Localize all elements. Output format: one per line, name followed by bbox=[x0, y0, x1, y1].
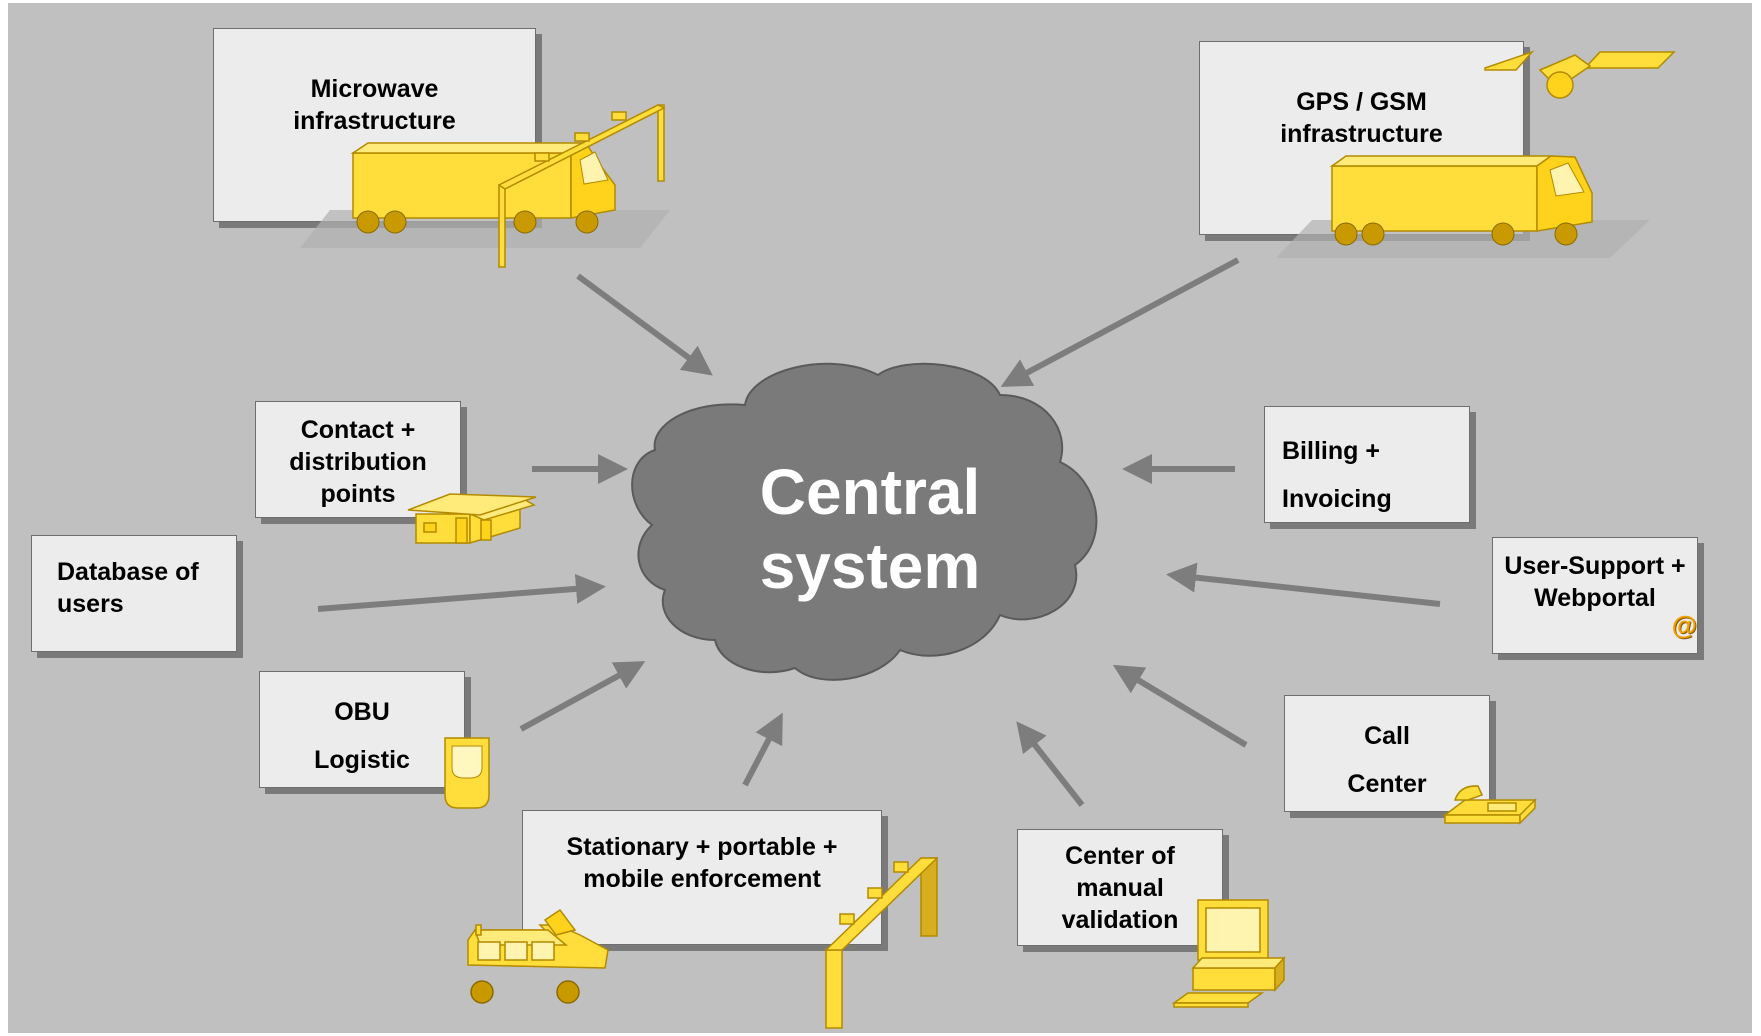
validation-label-3: validation bbox=[1061, 906, 1179, 934]
at-icon: @ bbox=[1671, 610, 1697, 640]
obu-device-icon bbox=[444, 737, 490, 809]
contact-label-2: distribution bbox=[289, 448, 427, 476]
billing-label-1: Billing + bbox=[1282, 437, 1380, 465]
arrow-obu bbox=[519, 661, 646, 732]
contact-label-3: points bbox=[320, 480, 396, 508]
arrows bbox=[317, 257, 1441, 807]
arrow-database bbox=[317, 573, 606, 612]
support-label-1: User-Support + bbox=[1504, 552, 1686, 580]
database-label-1: Database of bbox=[57, 558, 199, 586]
support-label-2: Webportal bbox=[1534, 584, 1656, 612]
contact-label-1: Contact + bbox=[300, 416, 416, 444]
building-icon bbox=[407, 493, 537, 545]
billing-label-2: Invoicing bbox=[1282, 485, 1392, 513]
central-cloud bbox=[631, 362, 1098, 681]
obu-label-2: Logistic bbox=[314, 746, 410, 774]
gantry-icon bbox=[824, 857, 939, 1029]
validation-label-1: Center of bbox=[1065, 842, 1175, 870]
database-label-2: users bbox=[57, 590, 124, 618]
contact-box: Contact + distribution points bbox=[255, 401, 461, 518]
arrow-callcenter bbox=[1112, 664, 1248, 748]
arrow-support bbox=[1166, 562, 1441, 607]
support-box: User-Support + Webportal @ bbox=[1492, 537, 1698, 654]
arrow-enforcement bbox=[742, 712, 783, 787]
enforcement-label-1: Stationary + portable + bbox=[566, 833, 838, 861]
obu-box: OBU Logistic bbox=[259, 671, 465, 788]
validation-box: Center of manual validation bbox=[1017, 829, 1223, 946]
central-label-2: system bbox=[759, 530, 981, 602]
microwave-label-2: infrastructure bbox=[293, 107, 456, 135]
database-box: Database of users bbox=[31, 535, 237, 652]
callcenter-label-2: Center bbox=[1347, 770, 1427, 798]
satellite-icon bbox=[1484, 50, 1676, 99]
truck-icon bbox=[1276, 155, 1650, 258]
obu-label-1: OBU bbox=[334, 698, 390, 726]
telephone-icon bbox=[1442, 785, 1537, 825]
callcenter-label-1: Call bbox=[1364, 722, 1410, 750]
arrow-gps bbox=[1000, 257, 1240, 387]
van-icon bbox=[467, 908, 609, 1004]
enforcement-label-2: mobile enforcement bbox=[583, 865, 821, 893]
validation-label-2: manual bbox=[1076, 874, 1164, 902]
gps-label-2: infrastructure bbox=[1280, 120, 1443, 148]
arrow-microwave bbox=[576, 273, 713, 376]
truck-icon bbox=[300, 141, 670, 248]
computer-icon bbox=[1171, 899, 1286, 1008]
central-label-1: Central bbox=[759, 456, 981, 528]
enforcement-box: Stationary + portable + mobile enforceme… bbox=[522, 810, 882, 945]
billing-box: Billing + Invoicing bbox=[1264, 406, 1470, 523]
central-system-label: Central system bbox=[690, 455, 1050, 603]
gantry-icon bbox=[497, 104, 666, 268]
callcenter-box: Call Center bbox=[1284, 695, 1490, 812]
microwave-label-1: Microwave bbox=[310, 75, 439, 103]
arrow-validation bbox=[1016, 721, 1085, 807]
gps-label-1: GPS / GSM bbox=[1296, 88, 1427, 116]
